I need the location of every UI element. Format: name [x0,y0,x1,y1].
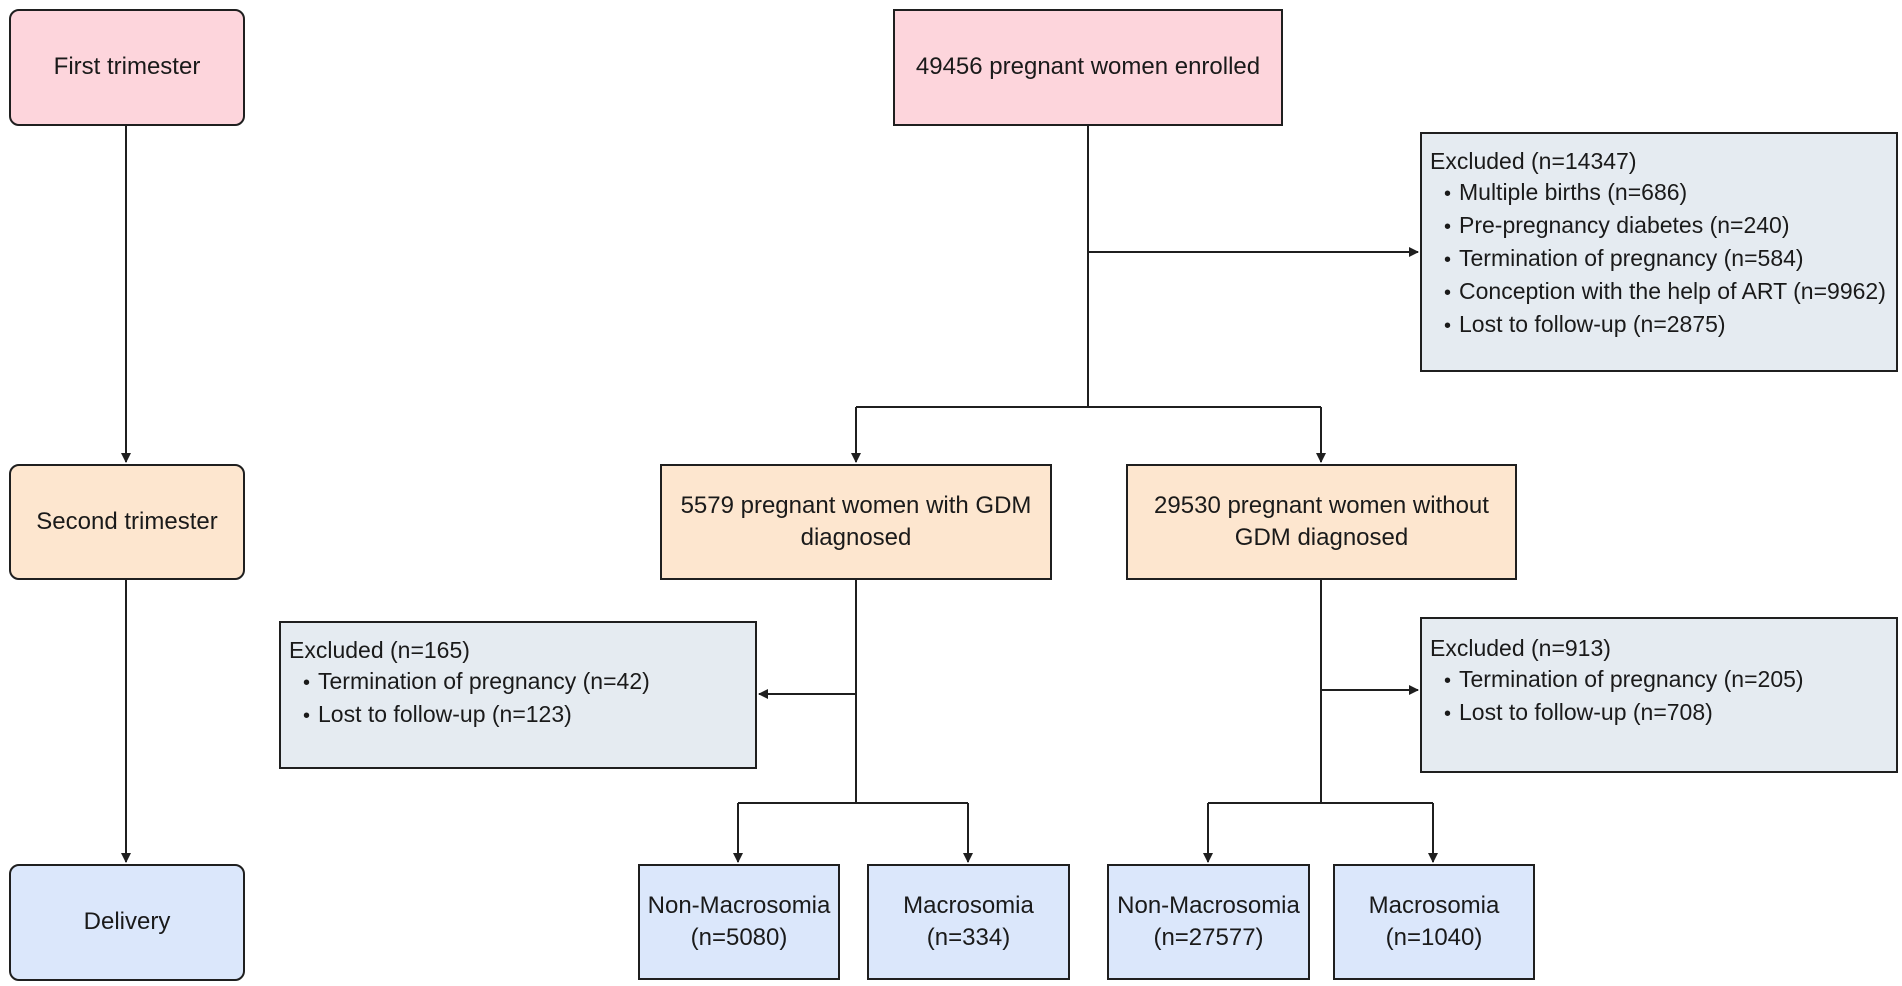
no-gdm-non-macrosomia-label: Non-Macrosomia [1117,891,1300,919]
excluded-gdm-title: Excluded (n=165) [289,637,470,663]
enrolled-label: 49456 pregnant women enrolled [915,53,1261,81]
excluded-main-title: Excluded (n=14347) [1430,148,1637,174]
gdm-non-macrosomia-box: Non-Macrosomia (n=5080) [638,864,840,980]
excluded-main-item: Termination of pregnancy (n=584) [1444,243,1896,276]
excluded-gdm-box: Excluded (n=165) Termination of pregnanc… [279,621,757,769]
excluded-main-box: Excluded (n=14347) Multiple births (n=68… [1420,132,1898,372]
excluded-no-gdm-list: Termination of pregnancy (n=205) Lost to… [1430,664,1896,730]
gdm-label-line1: 5579 pregnant women with GDM [680,491,1032,519]
gdm-macrosomia-count: (n=334) [926,924,1011,951]
gdm-non-macrosomia-label: Non-Macrosomia [647,891,831,919]
excluded-main-item: Lost to follow-up (n=2875) [1444,309,1896,342]
gdm-macrosomia-box: Macrosomia (n=334) [867,864,1070,980]
stage-second-trimester: Second trimester [9,464,245,580]
stage-delivery: Delivery [9,864,245,981]
no-gdm-non-macrosomia-count: (n=27577) [1153,924,1264,951]
no-gdm-non-macrosomia-box: Non-Macrosomia (n=27577) [1107,864,1310,980]
enrolled-box: 49456 pregnant women enrolled [893,9,1283,126]
no-gdm-box: 29530 pregnant women without GDM diagnos… [1126,464,1517,580]
gdm-non-macrosomia-count: (n=5080) [690,924,788,951]
gdm-box: 5579 pregnant women with GDM diagnosed [660,464,1052,580]
excluded-main-item: Multiple births (n=686) [1444,177,1896,210]
excluded-main-item: Conception with the help of ART (n=9962) [1444,276,1896,309]
gdm-macrosomia-label: Macrosomia [903,891,1034,919]
stage-second-trimester-label: Second trimester [36,507,218,535]
excluded-gdm-item: Termination of pregnancy (n=42) [303,666,755,699]
excluded-gdm-list: Termination of pregnancy (n=42) Lost to … [289,666,755,732]
no-gdm-label-line1: 29530 pregnant women without [1154,491,1489,519]
excluded-gdm-item: Lost to follow-up (n=123) [303,699,755,732]
excluded-main-list: Multiple births (n=686) Pre-pregnancy di… [1430,177,1896,342]
excluded-no-gdm-item: Lost to follow-up (n=708) [1444,697,1896,730]
excluded-no-gdm-title: Excluded (n=913) [1430,635,1611,661]
stage-delivery-label: Delivery [83,908,171,936]
excluded-no-gdm-item: Termination of pregnancy (n=205) [1444,664,1896,697]
excluded-no-gdm-box: Excluded (n=913) Termination of pregnanc… [1420,617,1898,773]
stage-first-trimester-label: First trimester [53,53,201,81]
no-gdm-macrosomia-box: Macrosomia (n=1040) [1333,864,1535,980]
no-gdm-macrosomia-count: (n=1040) [1385,924,1483,951]
gdm-label-line2: diagnosed [800,524,912,551]
excluded-main-item: Pre-pregnancy diabetes (n=240) [1444,210,1896,243]
stage-first-trimester: First trimester [9,9,245,126]
no-gdm-macrosomia-label: Macrosomia [1368,891,1500,919]
no-gdm-label-line2: GDM diagnosed [1234,524,1409,551]
